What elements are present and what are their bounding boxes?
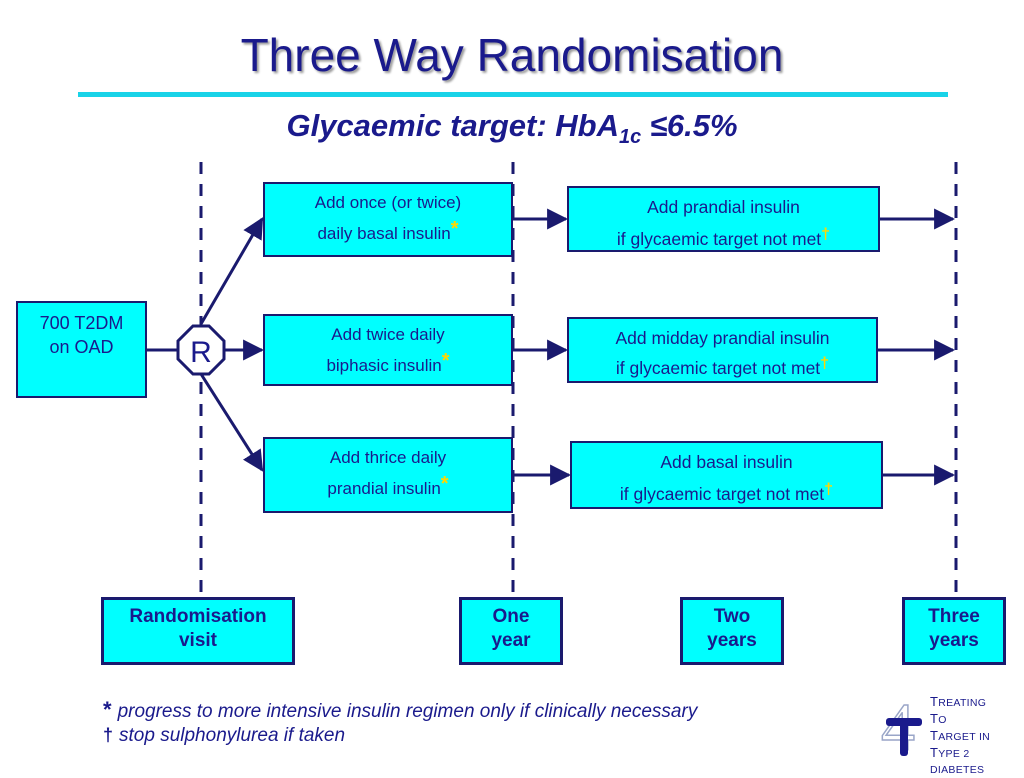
footnote-text: progress to more intensive insulin regim… — [117, 701, 698, 722]
logo-rest: YPE 2 DIABETES — [930, 748, 985, 776]
timepoint-one-year: One year — [459, 597, 563, 665]
branch-arrow-3 — [199, 373, 264, 472]
timepoint-randomisation: Randomisation visit — [101, 597, 295, 665]
arm2-start-box: Add twice daily biphasic insulin* — [263, 314, 513, 386]
arm3-next-line2: if glycaemic target not met — [619, 484, 825, 504]
logo-cap: T — [930, 745, 939, 760]
logo-rest: REATING — [938, 697, 987, 709]
treating-to-target-logo: 4 — [880, 690, 922, 762]
arm2-start-line1: Add twice daily — [331, 325, 445, 344]
timepoint-line2: years — [707, 630, 757, 651]
logo-rest: ARGET IN — [938, 731, 991, 743]
asterisk-mark: * — [440, 473, 449, 495]
arm2-next-line2: if glycaemic target not met — [615, 358, 821, 378]
timepoint-two-years: Two years — [680, 597, 784, 665]
dagger-mark: † — [824, 481, 834, 498]
arm3-next-box: Add basal insulin if glycaemic target no… — [570, 441, 883, 509]
timepoint-line1: One — [492, 606, 530, 627]
arm3-next-line1: Add basal insulin — [660, 452, 793, 472]
randomisation-octagon — [176, 324, 226, 376]
arm3-start-box: Add thrice daily prandial insulin* — [263, 437, 513, 513]
branch-arrow-1 — [199, 217, 264, 325]
footnote-asterisk: *progress to more intensive insulin regi… — [103, 697, 697, 723]
page-title: Three Way Randomisation — [240, 29, 784, 81]
arm1-start-line2: daily basal insulin — [317, 224, 451, 243]
arm3-start-line2: prandial insulin — [327, 479, 441, 498]
timepoint-three-years: Three years — [902, 597, 1006, 665]
subtitle: Glycaemic target: HbA1c ≤6.5% — [0, 108, 1024, 149]
arm2-start-line2: biphasic insulin — [326, 356, 442, 375]
footnote-symbol: † — [103, 725, 114, 745]
subtitle-suffix: ≤6.5% — [641, 108, 738, 143]
arm1-next-line1: Add prandial insulin — [647, 197, 800, 217]
timepoint-line2: years — [929, 630, 979, 651]
dagger-mark: † — [821, 226, 831, 243]
dagger-mark: † — [820, 355, 830, 372]
timepoint-line1: Two — [713, 606, 751, 627]
logo-cap: T — [930, 694, 939, 709]
timepoint-line2: visit — [178, 630, 218, 651]
arm1-start-line1: Add once (or twice) — [314, 193, 462, 212]
timepoint-line1: Three — [928, 606, 980, 627]
population-line1: 700 T2DM — [39, 313, 124, 333]
subtitle-prefix: Glycaemic target: HbA — [286, 108, 619, 143]
population-line2: on OAD — [49, 337, 114, 357]
arm1-next-line2: if glycaemic target not met — [616, 229, 822, 249]
population-box: 700 T2DM on OAD — [16, 301, 147, 398]
logo-text: TREATING TO TARGET IN TYPE 2 DIABETES — [930, 694, 1024, 778]
subtitle-subscript: 1c — [618, 126, 642, 149]
footnote-symbol: * — [103, 697, 112, 722]
logo-cross-vertical — [900, 718, 908, 756]
randomisation-symbol: R — [190, 336, 212, 369]
logo-rest: O — [938, 714, 947, 726]
logo-cap: T — [930, 728, 939, 743]
arm3-start-line1: Add thrice daily — [329, 448, 447, 467]
logo-cap: T — [930, 711, 939, 726]
footnote-text: stop sulphonylurea if taken — [119, 725, 346, 746]
arm2-next-line1: Add midday prandial insulin — [615, 328, 830, 348]
arm1-next-box: Add prandial insulin if glycaemic target… — [567, 186, 880, 252]
arm1-start-box: Add once (or twice) daily basal insulin* — [263, 182, 513, 257]
timepoint-line1: Randomisation — [129, 606, 267, 627]
timepoint-line2: year — [491, 630, 531, 651]
title-divider — [78, 92, 948, 97]
footnote-dagger: †stop sulphonylurea if taken — [103, 725, 345, 747]
asterisk-mark: * — [450, 218, 459, 240]
asterisk-mark: * — [441, 350, 450, 372]
arm2-next-box: Add midday prandial insulin if glycaemic… — [567, 317, 878, 383]
